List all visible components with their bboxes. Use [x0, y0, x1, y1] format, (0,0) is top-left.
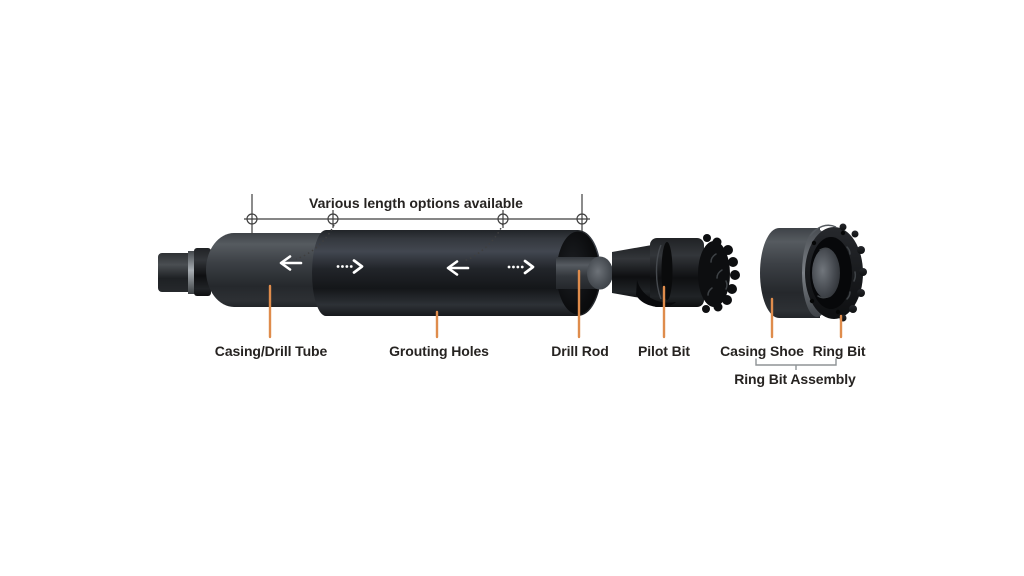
flow-arrow-right-dashed-icon [336, 259, 364, 274]
pilot-bit-body [650, 238, 704, 307]
pilot-bit-teeth [698, 234, 740, 313]
shaft-collar [194, 248, 211, 296]
drill-rod-tip [587, 256, 613, 290]
ring-bit-holes [809, 230, 846, 315]
pilot-bit-slot-highlight [655, 244, 662, 300]
ring-bit-lugs [817, 246, 857, 300]
dimension-marker-icon [246, 213, 258, 225]
casing-drill-tube [206, 233, 336, 307]
pilot-bit-buttons [707, 253, 728, 296]
flow-arrow-left-icon [446, 260, 470, 276]
shaft-end [158, 248, 211, 296]
ring-bit-assembly [760, 223, 867, 322]
leader-lines [268, 269, 843, 339]
dimension-note: Various length options available [309, 195, 523, 211]
pilot-bit-slot [661, 242, 673, 300]
label-casing-drill-tube: Casing/Drill Tube [214, 343, 328, 359]
assembly-bracket [755, 358, 837, 370]
tool-assembly [158, 223, 867, 322]
label-casing-shoe: Casing Shoe [720, 343, 804, 359]
flow-arrow-left-icon [279, 255, 303, 271]
label-pilot-bit: Pilot Bit [638, 343, 690, 359]
pilot-bit-collar [612, 245, 652, 300]
ring-bit-rim-highlight [809, 224, 837, 237]
ring-bit-inner-cone [812, 248, 840, 298]
grout-flow-arrows [279, 255, 535, 276]
dimension-callout [244, 194, 590, 262]
pilot-bit-notch [636, 280, 676, 308]
label-drill-rod: Drill Rod [551, 343, 609, 359]
label-grouting-holes: Grouting Holes [389, 343, 489, 359]
drill-rod [556, 256, 613, 290]
dimension-marker-icon [327, 210, 339, 228]
pilot-bit [636, 234, 740, 313]
callout-curve-left [295, 224, 335, 260]
label-ring-bit-assembly: Ring Bit Assembly [734, 371, 856, 387]
shaft-cylinder [158, 253, 194, 292]
dimension-marker-icon [576, 213, 588, 225]
shaft-bright-ring [188, 251, 196, 294]
flow-arrow-right-dashed-icon [507, 259, 535, 275]
ring-bit [805, 223, 867, 322]
label-ring-bit: Ring Bit [812, 343, 866, 359]
